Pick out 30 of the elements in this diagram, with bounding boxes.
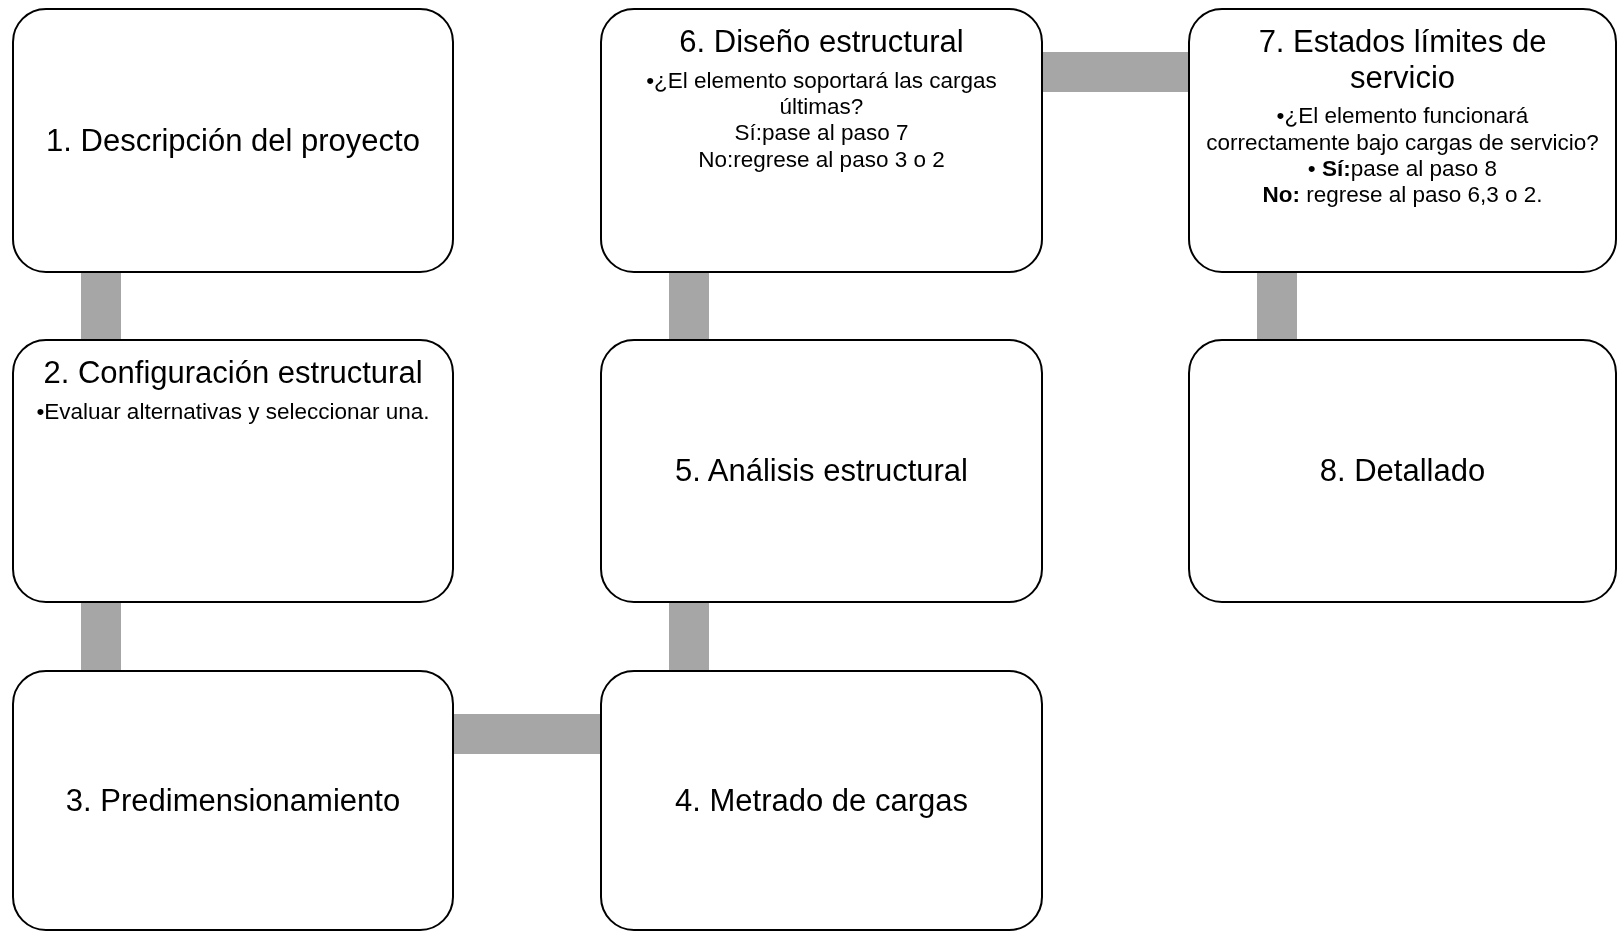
step-description: •¿El elemento funcionará correctamente bajo cargas de servicio? xyxy=(1205,103,1600,156)
process-box xyxy=(12,670,454,931)
process-box xyxy=(600,670,1043,931)
step-title: 2. Configuración estructural xyxy=(43,355,423,391)
step-description: No:regrese al paso 3 o 2 xyxy=(698,146,945,173)
step-description: •¿El elemento soportará las cargas últimas? xyxy=(645,67,998,121)
connector-bar xyxy=(81,273,121,339)
connector-bar xyxy=(454,714,600,754)
process-box xyxy=(1188,339,1617,603)
process-box xyxy=(1188,8,1617,273)
process-box xyxy=(12,8,454,273)
connector-bar xyxy=(81,603,121,670)
process-box xyxy=(12,339,454,603)
step-title: 3. Predimensionamiento xyxy=(65,782,401,819)
step-title: 1. Descripción del proyecto xyxy=(46,122,420,159)
connector-bar xyxy=(669,603,709,670)
connector-bar xyxy=(1043,52,1188,92)
process-box xyxy=(600,339,1043,603)
step-title: 4. Metrado de cargas xyxy=(675,782,968,819)
step-description: • Sí:pase al paso 8 xyxy=(1307,155,1498,183)
step-title: 6. Diseño estructural xyxy=(679,24,964,60)
step-description: •Evaluar alternativas y seleccionar una. xyxy=(36,398,430,425)
step-description: No: regrese al paso 6,3 o 2. xyxy=(1262,182,1543,209)
step-title: 7. Estados límites de servicio xyxy=(1257,24,1548,96)
connector-bar xyxy=(669,273,709,339)
step-title: 8. Detallado xyxy=(1319,453,1486,489)
connector-bar xyxy=(1257,273,1297,339)
process-box xyxy=(600,8,1043,273)
step-title: 5. Análisis estructural xyxy=(675,453,968,489)
step-description: Sí:pase al paso 7 xyxy=(734,120,909,147)
